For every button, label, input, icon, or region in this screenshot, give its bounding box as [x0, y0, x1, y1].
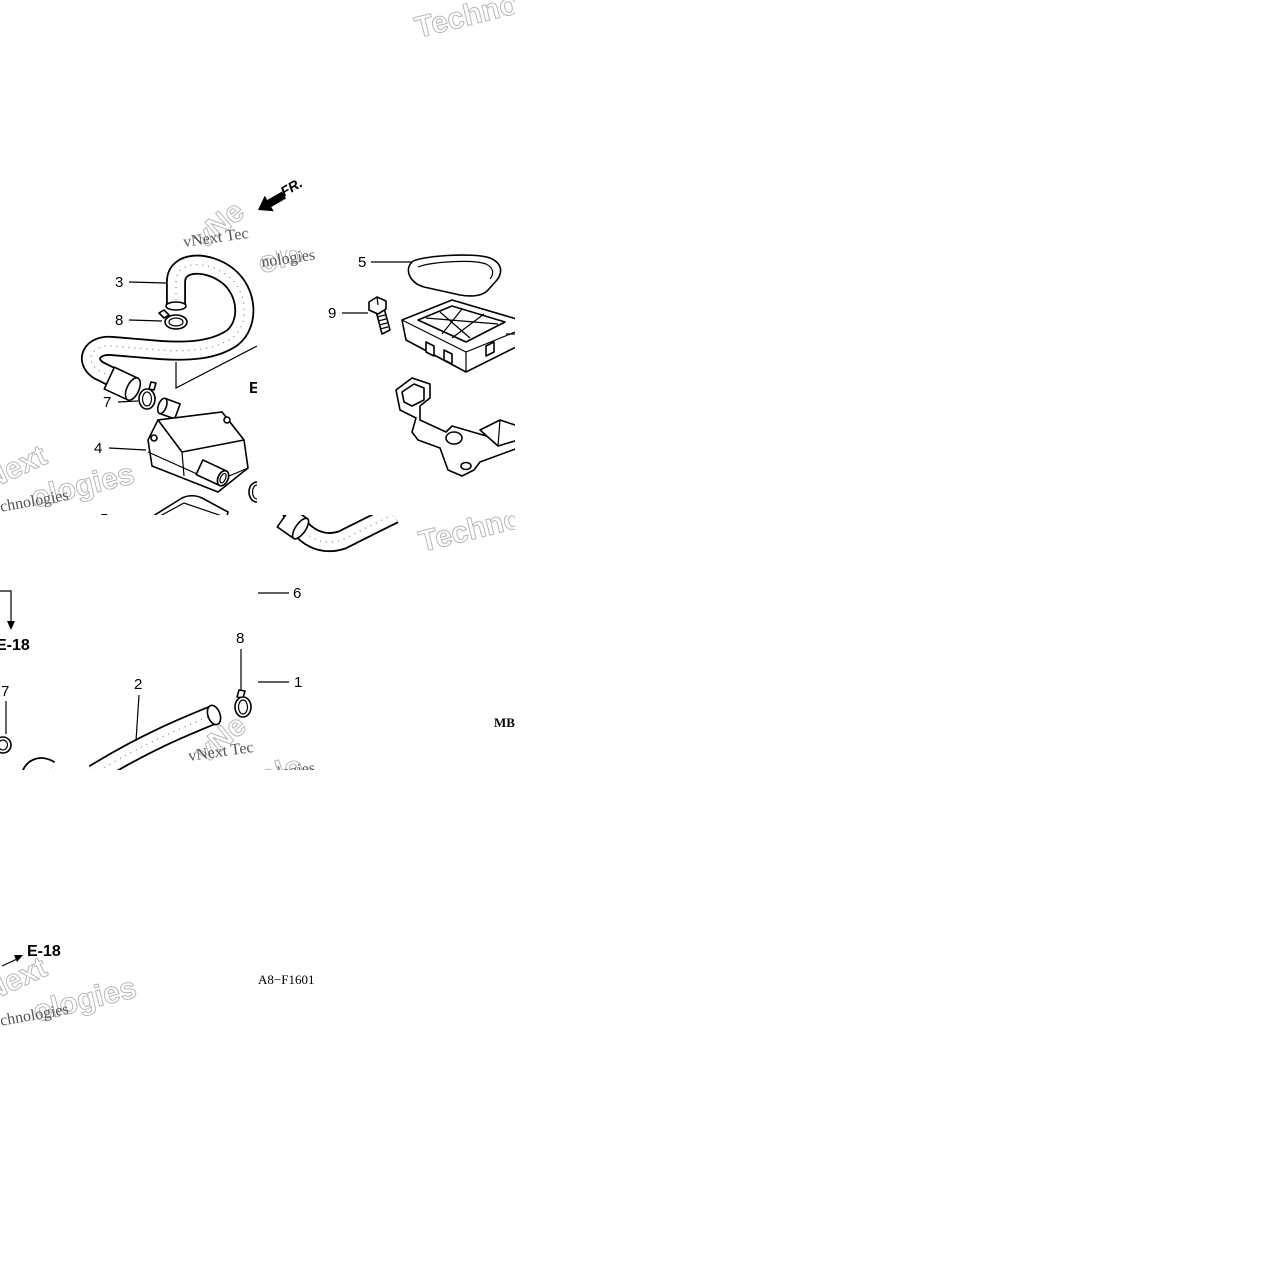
watermark-text: nologies — [260, 760, 316, 784]
clamp-8-lower — [234, 689, 252, 718]
ref-arrow-line — [1, 958, 18, 967]
gasket-5 — [407, 254, 502, 297]
clamp-7-lower — [0, 736, 12, 754]
hose-segment — [276, 515, 399, 552]
callout-4: 4 — [94, 440, 102, 457]
section-ref-e: E — [249, 380, 260, 397]
ref-arrow-icon — [7, 621, 15, 630]
hose-fragment — [22, 757, 56, 770]
leader-line — [117, 400, 139, 403]
leader-line — [128, 281, 167, 284]
callout-3: 3 — [115, 274, 123, 291]
callout-5-upper-right: 5 — [358, 254, 366, 271]
callout-9: 9 — [328, 305, 336, 322]
hose-3 — [81, 254, 255, 402]
bolt-9 — [368, 296, 391, 335]
clamp-8-upper — [158, 309, 188, 330]
clamp-partial — [248, 481, 257, 503]
leader-line — [108, 447, 147, 451]
hose-2 — [88, 704, 222, 770]
leader-line — [128, 319, 163, 322]
region-middle-left: E-18 7 2 8 vNe vNext Tec — [0, 590, 255, 770]
canister-4 — [147, 397, 249, 493]
model-code: MB — [494, 715, 515, 730]
leader-line — [135, 694, 140, 742]
front-arrow-icon — [258, 191, 286, 212]
frame-line — [175, 345, 257, 389]
clamp-7-upper — [138, 381, 157, 410]
callout-2: 2 — [134, 676, 142, 693]
gasket-5-partial — [153, 494, 229, 515]
ref-arrow-line — [0, 590, 12, 624]
callout-8-lower: 8 — [236, 630, 244, 647]
callout-5-lower-left: 5 — [100, 511, 108, 528]
callout-8-upper: 8 — [115, 312, 123, 329]
figure-code: A8−F1601 — [258, 972, 314, 987]
mounting-bracket — [395, 377, 515, 477]
callout-7-upper: 7 — [103, 394, 111, 411]
filter-case — [401, 299, 515, 373]
region-upper-right: olo nologies 5 9 — [257, 250, 515, 477]
ref-arrow-icon — [14, 955, 23, 962]
callout-7-lower: 7 — [1, 683, 9, 700]
callout-6: 6 — [293, 585, 301, 602]
callout-1: 1 — [294, 674, 302, 691]
section-ref-e18-bottom: E-18 — [27, 943, 61, 960]
section-ref-e18-mid: E-18 — [0, 637, 30, 654]
